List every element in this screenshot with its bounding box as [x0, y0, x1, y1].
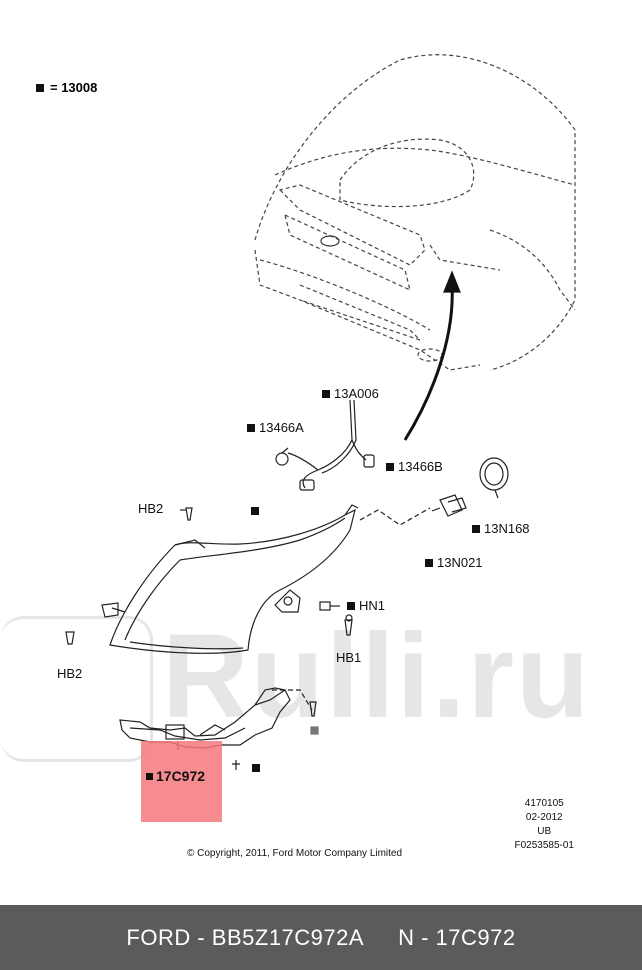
headlamp-bracket — [119, 687, 291, 749]
vehicle-outline — [254, 54, 576, 371]
headlamp-housing — [101, 504, 359, 654]
copyright-text: © Copyright, 2011, Ford Motor Company Li… — [187, 848, 403, 859]
label-text: 13A006 — [334, 386, 379, 401]
footer-part-code: N - 17C972 — [398, 924, 516, 950]
label-text: HB2 — [57, 666, 83, 681]
highlighted-part-label: 17C972 — [146, 768, 205, 784]
highlighted-part-box — [141, 741, 222, 822]
label-square-icon — [386, 462, 394, 471]
legend: = 13008 — [36, 80, 97, 95]
label-square-icon — [425, 558, 433, 567]
drawing-metadata: 4170105 02-2012 UB F0253585-01 — [515, 797, 575, 853]
legend-square-icon — [36, 83, 44, 92]
parts-diagram — [65, 54, 576, 770]
label-hb2-top: HB2 — [138, 501, 163, 516]
watermark-text: Rulli.ru — [162, 609, 592, 743]
legend-text: = 13008 — [50, 80, 98, 95]
label-text: 13N168 — [484, 521, 530, 536]
label-13008-marker — [251, 507, 259, 515]
screw-hb2-left — [65, 631, 75, 645]
label-text: HB1 — [336, 650, 362, 665]
label-hb2-left: HB2 — [57, 666, 82, 681]
label-hn1: HN1 — [347, 598, 385, 613]
meta-line: UB — [537, 826, 552, 837]
label-13a006: 13A006 — [322, 386, 379, 401]
footer-part-number: FORD - BB5Z17C972A — [126, 924, 365, 950]
label-13n168: 13N168 — [472, 521, 530, 536]
label-text: 13466B — [398, 459, 443, 474]
label-square-icon — [347, 601, 355, 610]
label-square-icon — [251, 507, 259, 515]
label-text: 13466A — [259, 420, 304, 435]
wiring-harness — [275, 399, 375, 491]
label-text: HN1 — [359, 598, 386, 613]
label-13466a: 13466A — [247, 420, 304, 435]
meta-line: 02-2012 — [525, 812, 563, 823]
label-square-icon — [472, 524, 480, 533]
label-square-icon — [322, 389, 330, 398]
diagram-area: Rulli.ru — [0, 54, 592, 859]
label-text: HB2 — [138, 501, 164, 516]
label-square-icon — [252, 764, 260, 772]
label-square-icon — [247, 423, 255, 432]
nut-hn1 — [319, 601, 340, 611]
highlighted-part-code: 17C972 — [156, 768, 206, 784]
meta-line: F0253585-01 — [514, 840, 575, 851]
label-hb1: HB1 — [336, 650, 361, 665]
label-square-icon — [146, 772, 153, 780]
label-13466b: 13466B — [386, 459, 443, 474]
screw-hb2-top — [180, 507, 193, 521]
watermark-logo — [0, 616, 153, 762]
part-number-footer: FORD - BB5Z17C972A N - 17C972 — [0, 905, 642, 970]
label-13n021: 13N021 — [425, 555, 483, 570]
screw-hb1 — [344, 614, 353, 636]
meta-line: 4170105 — [524, 798, 564, 809]
label-bracket-screw-marker — [252, 764, 260, 772]
label-text: 13N021 — [437, 555, 483, 570]
bulb-assembly — [431, 457, 509, 517]
